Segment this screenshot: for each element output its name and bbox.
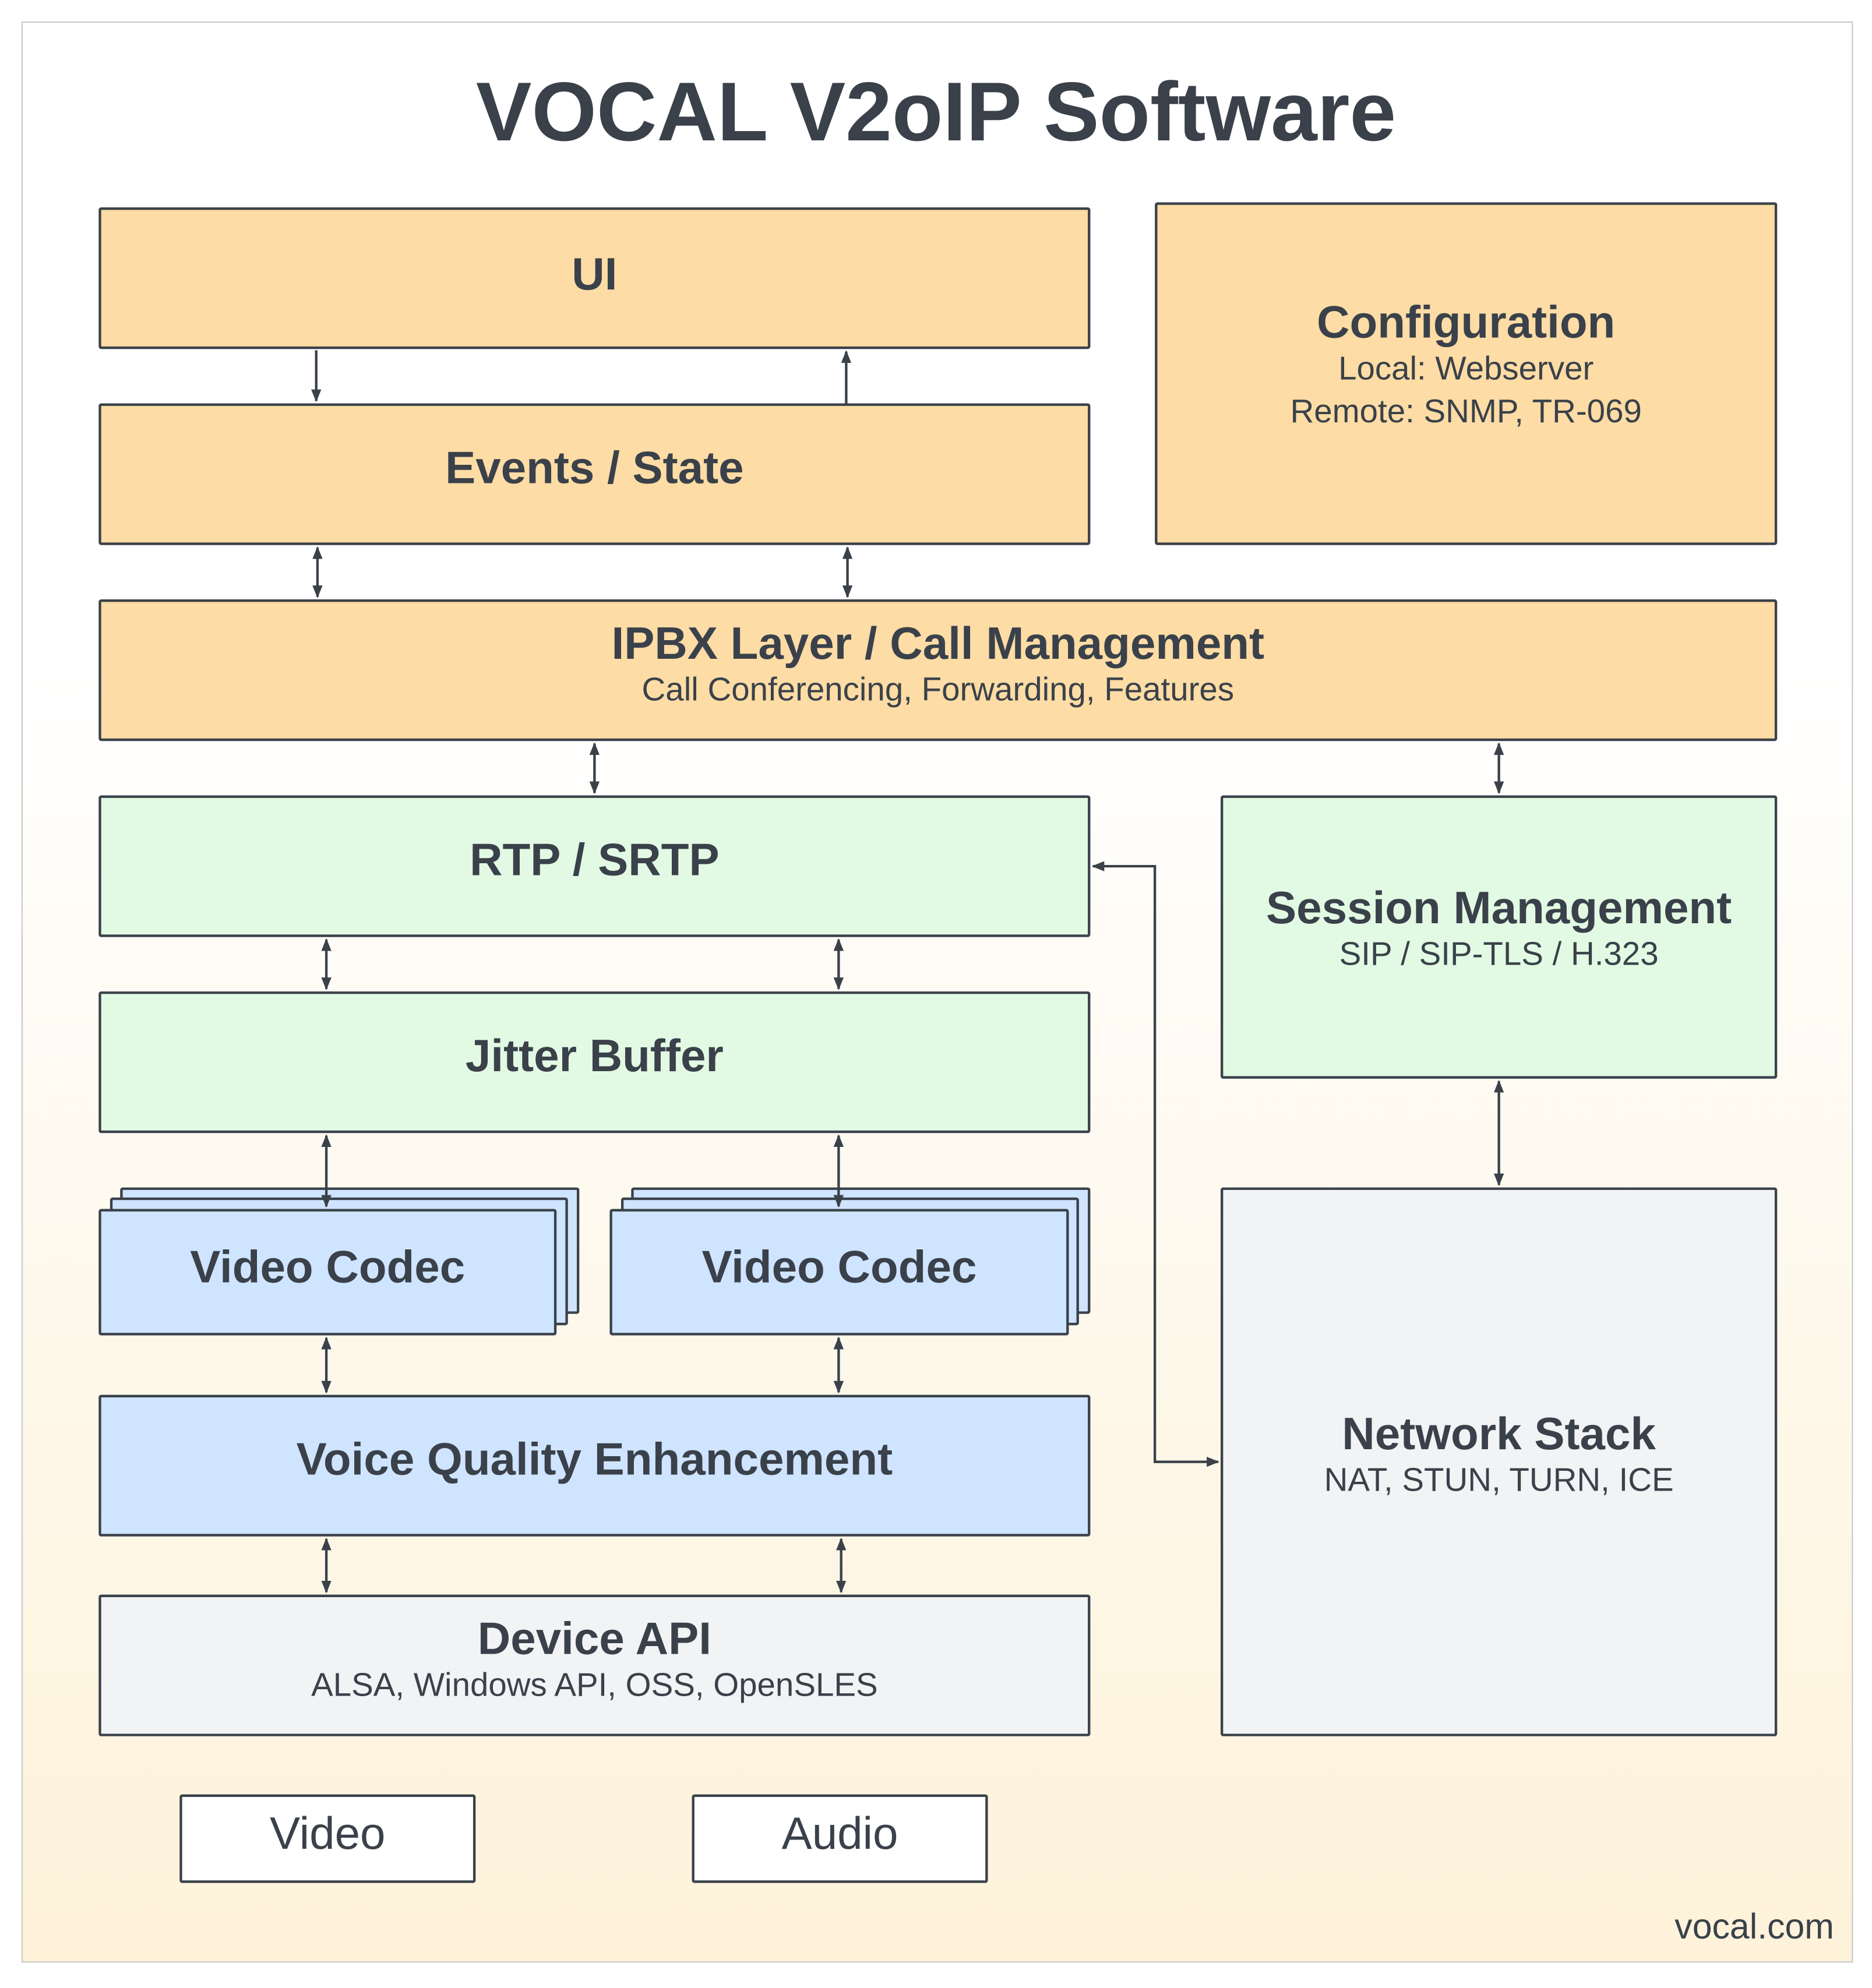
session-subtitle: SIP / SIP-TLS / H.323 xyxy=(1339,935,1659,973)
configuration-remote: Remote: SNMP, TR-069 xyxy=(1290,392,1642,430)
device-subtitle: ALSA, Windows API, OSS, OpenSLES xyxy=(311,1666,878,1704)
session-management-block: Session Management SIP / SIP-TLS / H.323 xyxy=(1221,795,1778,1079)
events-state-block: Events / State xyxy=(98,403,1091,545)
legend-video: Video xyxy=(179,1794,476,1883)
ipbx-title: IPBX Layer / Call Management xyxy=(611,617,1265,669)
rtp-block: RTP / SRTP xyxy=(98,795,1091,937)
device-api-block: Device API ALSA, Windows API, OSS, OpenS… xyxy=(98,1594,1091,1736)
vqe-title: Voice Quality Enhancement xyxy=(296,1432,893,1485)
device-title: Device API xyxy=(477,1612,711,1665)
configuration-block: Configuration Local: Webserver Remote: S… xyxy=(1155,202,1778,545)
network-stack-block: Network Stack NAT, STUN, TURN, ICE xyxy=(1221,1187,1778,1736)
voice-quality-block: Voice Quality Enhancement xyxy=(98,1394,1091,1537)
events-state-title: Events / State xyxy=(445,441,744,493)
codec-left-title: Video Codec xyxy=(190,1241,466,1293)
rtp-title: RTP / SRTP xyxy=(470,833,720,885)
network-title: Network Stack xyxy=(1342,1407,1656,1460)
jitter-title: Jitter Buffer xyxy=(465,1029,724,1082)
ui-title: UI xyxy=(572,248,618,300)
ipbx-subtitle: Call Conferencing, Forwarding, Features xyxy=(641,670,1235,709)
codec-right-block: Video Codec xyxy=(609,1209,1069,1336)
session-title: Session Management xyxy=(1266,881,1732,934)
footer-site: vocal.com xyxy=(1674,1906,1834,1947)
ui-block: UI xyxy=(98,207,1091,349)
arrow-rtp-network xyxy=(1091,861,1219,1467)
ipbx-block: IPBX Layer / Call Management Call Confer… xyxy=(98,599,1778,741)
diagram-title: VOCAL V2oIP Software xyxy=(475,64,1397,158)
legend-audio-label: Audio xyxy=(781,1807,898,1860)
codec-right-title: Video Codec xyxy=(701,1241,977,1293)
legend-video-label: Video xyxy=(270,1807,386,1860)
network-subtitle: NAT, STUN, TURN, ICE xyxy=(1324,1461,1674,1499)
configuration-title: Configuration xyxy=(1317,296,1616,348)
jitter-buffer-block: Jitter Buffer xyxy=(98,991,1091,1134)
codec-left-block: Video Codec xyxy=(98,1209,557,1336)
legend-audio: Audio xyxy=(692,1794,988,1883)
configuration-local: Local: Webserver xyxy=(1338,349,1594,388)
